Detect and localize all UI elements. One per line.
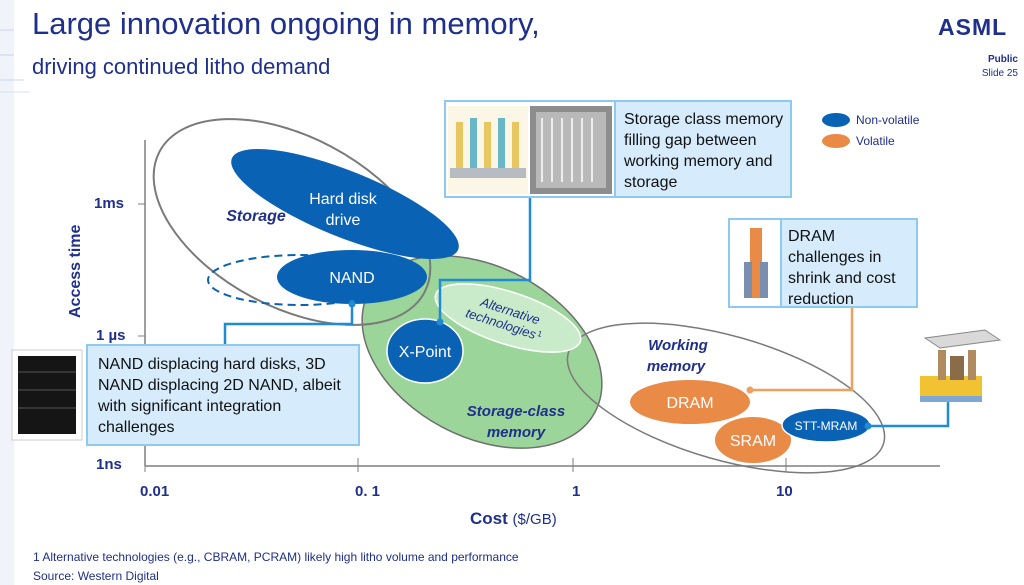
storage-class-callout: Storage class memory filling gap between… [614, 100, 792, 198]
storage-class-callout-connector [438, 198, 532, 322]
xpoint-ellipse [386, 318, 464, 384]
hdd-label-line2: drive [326, 212, 361, 229]
working-memory-label-line1: Working [648, 337, 708, 354]
dram-callout: DRAM challenges in shrink and cost reduc… [780, 218, 918, 308]
header-decoration [0, 0, 30, 585]
dram-connector-dot [746, 386, 754, 394]
storage-region [152, 118, 432, 326]
mram-stack-image [920, 329, 1002, 402]
nand-connector-dot [348, 300, 356, 308]
storage-class-images [448, 106, 612, 194]
legend-volatile-label: Volatile [856, 134, 895, 148]
sram-ellipse [715, 417, 791, 463]
alternative-footnote-mark: 1 [536, 329, 544, 339]
footnote: 1 Alternative technologies (e.g., CBRAM,… [33, 550, 519, 564]
dram-image-frame [728, 218, 782, 308]
storage-class-image-frame [444, 100, 616, 198]
page-title: Large innovation ongoing in memory, [32, 6, 540, 41]
nand-ellipse [277, 250, 427, 304]
working-memory-region [566, 322, 886, 474]
working-memory-label-line2: memory [647, 358, 706, 375]
x-tick-label-01: 0. 1 [355, 483, 381, 500]
y-tick-label-1us: 1 µs [96, 327, 126, 344]
source-note: Source: Western Digital [33, 569, 159, 583]
dram-callout-text: DRAM challenges in shrink and cost reduc… [788, 228, 896, 308]
dram-label: DRAM [666, 395, 713, 412]
storage-class-connector-dot [436, 318, 444, 326]
hdd-label-line1: Hard disk [309, 191, 378, 208]
classification-label: Public [987, 54, 1018, 65]
x-tick-label-001: 0.01 [140, 483, 170, 500]
stt-mram-connector [868, 398, 950, 428]
x-axis-unit: ($/GB) [512, 511, 557, 528]
storage-class-callout-text: Storage class memory filling gap between… [624, 111, 784, 191]
storage-class-label-line2: memory [487, 424, 546, 441]
legend-non-volatile-swatch [822, 113, 850, 127]
stt-mram-connector-dot [864, 422, 872, 430]
legend-volatile-swatch [822, 134, 850, 148]
y-axis-label: Access time [67, 225, 84, 318]
y-tick-label-1ns: 1ns [96, 456, 122, 473]
x-tick-label-1: 1 [572, 483, 581, 500]
asml-logo: ASML [938, 14, 1008, 40]
nand-callout-text: NAND displacing hard disks, 3D NAND disp… [98, 356, 341, 436]
dram-callout-connector [750, 308, 854, 392]
alternative-tech-ellipse [434, 283, 582, 353]
hdd-ellipse [231, 149, 459, 259]
x-axis-label: Cost [470, 509, 508, 528]
dram-cell-image [740, 224, 774, 302]
page-subtitle: driving continued litho demand [32, 54, 331, 79]
dram-ellipse [630, 380, 750, 424]
y-tick-label-1ms: 1ms [94, 195, 125, 212]
xpoint-label: X-Point [399, 344, 452, 361]
x-tick-label-10: 10 [776, 483, 793, 500]
nand-callout: NAND displacing hard disks, 3D NAND disp… [86, 344, 360, 446]
storage-region-label: Storage [226, 208, 286, 225]
x-axis-title: Cost ($/GB) [470, 509, 557, 529]
stt-mram-label: STT-MRAM [795, 419, 858, 433]
legend-non-volatile-label: Non-volatile [856, 113, 920, 127]
slide-number: Slide 25 [981, 68, 1018, 79]
nand-label: NAND [329, 270, 374, 287]
storage-class-label-line1: Storage-class [467, 403, 565, 420]
nand-callout-connector [223, 300, 354, 346]
sram-label: SRAM [730, 433, 776, 450]
nand-chip-image [11, 349, 83, 441]
